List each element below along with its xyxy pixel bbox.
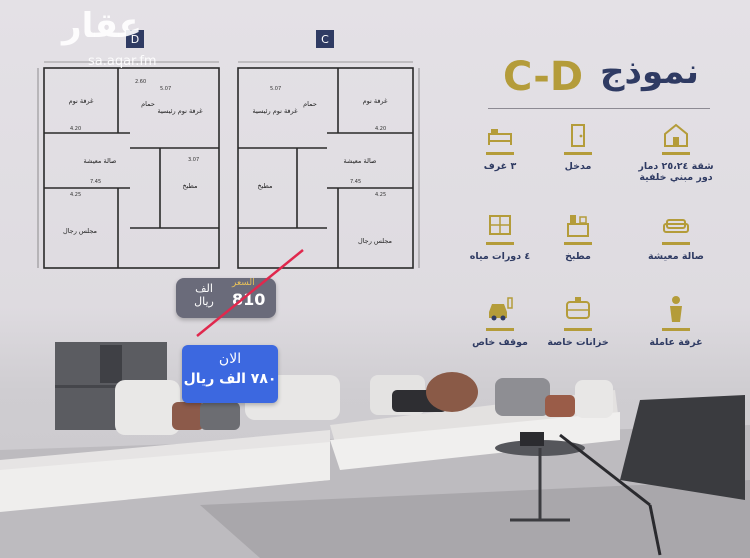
feature-bar [564,152,592,155]
feature-parking: موقف خاص [460,294,540,348]
door-icon [571,124,585,147]
room-kitchen-d: مطبخ [183,182,198,190]
room-living-c: صالة معيشة [344,157,377,165]
room-kitchen-c: مطبخ [258,182,273,190]
feature-label: ٤ دورات مياه [469,251,531,262]
feature-label: غرفة عاملة [649,337,703,348]
tank-icon [566,297,590,319]
title-divider [488,108,710,109]
kitchen-icon [567,215,589,237]
room-bath-c: حمام [303,100,317,108]
dim-label: 5.07 [270,86,281,92]
old-price-caption: الف ريال [194,282,214,308]
feature-label: ٣ غرف [483,161,517,172]
feature-bar [564,328,592,331]
room-living-d: صالة معيشة [84,157,117,165]
feature-bar [662,328,690,331]
room-bath-d: حمام [141,100,155,108]
feature-bathrooms: ٤ دورات مياه [460,212,540,262]
model-code: C-D [503,54,584,100]
feature-label: خزانات خاصة [547,337,609,348]
room-bedroom-d: غرفة نوم [69,97,94,105]
watermark-site: sa.aqar.fm [88,54,157,69]
plan-d-tag [126,30,144,48]
feature-bar [486,152,514,155]
feature-label: صالة معيشة [648,251,704,262]
feature-entrance: مدخل [538,122,618,172]
dim-label: 3.07 [188,157,199,163]
old-price-value: 810 [232,290,266,309]
new-price-value: ٧٨٠ الف ريال [183,371,277,387]
plan-c-label: C [321,33,329,46]
feature-bar [486,328,514,331]
feature-living: صالة معيشة [636,212,716,262]
dim-label: 7.45 [90,179,101,185]
watermark-logo: عقار [62,6,143,46]
dim-label: 2.60 [135,79,146,85]
feature-label: مطبخ [565,251,591,262]
feature-tanks: خزانات خاصة [538,294,618,348]
feature-kitchen: مطبخ [538,212,618,262]
plan-c-tag [316,30,334,48]
dim-label: 5.07 [160,86,171,92]
feature-bar [564,242,592,245]
dim-label: 4.20 [70,126,81,132]
floor-plans: D C غرفة نوم غرفة نوم رئيسية صالة معيشة … [37,30,420,269]
dim-label: 4.20 [375,126,386,132]
old-price-tag: السعر [232,278,255,288]
room-majlis-d: مجلس رجال [63,227,97,235]
feature-maid-room: غرفة عاملة [636,294,716,348]
feature-bar [486,242,514,245]
plan-d-label: D [131,33,139,46]
room-majlis-c: مجلس رجال [358,237,392,245]
new-price-label: الان [218,351,242,367]
feature-bar [662,152,690,155]
building-icon [664,123,688,147]
sofa-icon [663,219,689,233]
new-price-badge: الان ٧٨٠ الف ريال [182,345,278,403]
dim-label: 4.25 [375,192,386,198]
feature-bar [662,242,690,245]
model-title: نموذج [600,52,699,92]
room-master-d: غرفة نوم رئيسية [157,107,203,115]
living-room-photo [0,342,750,558]
feature-label: شقة ٢٥،٢٤ دمار دور مبني خلفية [638,161,714,183]
person-icon [670,296,682,322]
shower-icon [489,215,511,235]
feature-label: موقف خاص [472,337,528,348]
dim-label: 4.25 [70,192,81,198]
feature-apartment: شقة ٢٥،٢٤ دمار دور مبني خلفية [636,122,716,183]
room-bedroom-c: غرفة نوم [363,97,388,105]
bed-icon [488,129,512,145]
car-icon [489,297,513,321]
feature-rooms: ٣ غرف [460,122,540,172]
dim-label: 7.45 [350,179,361,185]
strike-line [196,249,304,337]
feature-label: مدخل [564,161,592,172]
room-master-c: غرفة نوم رئيسية [252,107,298,115]
